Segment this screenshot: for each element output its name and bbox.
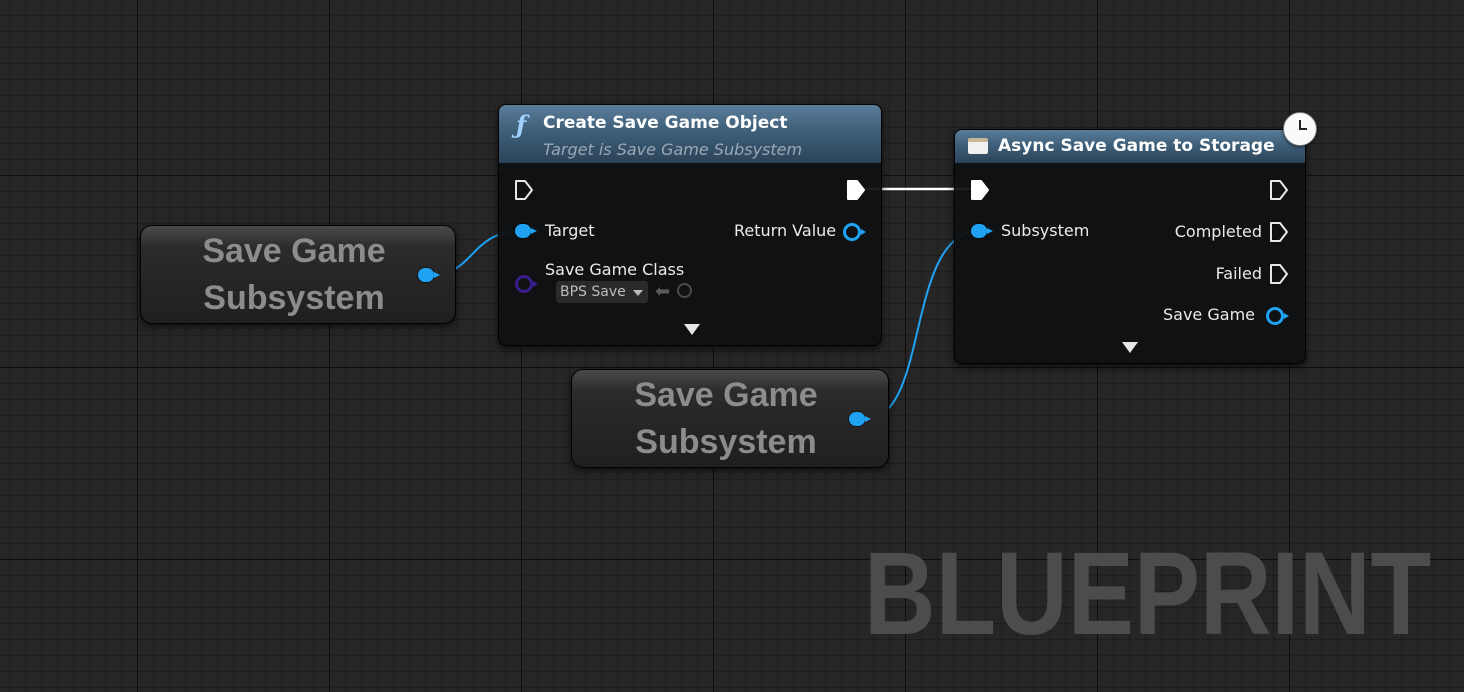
save-game-label: Save Game [1163,305,1255,324]
output-pin[interactable] [418,268,440,282]
node-subtitle: Target is Save Game Subsystem [543,140,803,159]
dropdown-value: BPS Save [560,284,626,300]
node-title: Create Save Game Object [543,113,788,133]
save-game-pin[interactable] [1266,307,1289,325]
node-title: Save Game Subsystem [181,228,407,322]
node-icon [968,138,988,154]
failed-exec-pin[interactable] [1269,263,1289,285]
blueprint-watermark: BLUEPRINT [864,528,1432,660]
exec-out-pin[interactable] [1269,179,1289,201]
chevron-down-icon [632,290,643,296]
return-value-label: Return Value [734,221,837,240]
subsystem-label: Subsystem [1001,221,1090,240]
output-pin[interactable] [849,412,871,426]
node-title-line-2: Subsystem [635,423,817,461]
clock-icon [1283,112,1317,146]
create-save-game-object-node[interactable]: ƒ Create Save Game Object Target is Save… [498,104,882,346]
function-icon: ƒ [516,110,527,139]
target-label: Target [545,221,595,240]
save-game-class-pin[interactable] [515,275,538,293]
completed-exec-pin[interactable] [1269,221,1289,243]
node-header: Async Save Game to Storage [955,130,1305,163]
node-title-line-1: Save Game [634,376,818,414]
save-game-class-label: Save Game Class [545,260,685,279]
use-selected-icon[interactable]: ⬅ [655,281,671,302]
expand-arrow-icon[interactable] [1122,342,1138,353]
exec-in-pin[interactable] [514,179,534,201]
node-title: Async Save Game to Storage [998,136,1275,156]
expand-arrow-icon[interactable] [684,324,700,335]
node-title-line-2: Subsystem [203,279,385,317]
target-pin[interactable] [515,224,537,238]
return-value-pin[interactable] [843,223,866,241]
save-game-class-dropdown[interactable]: BPS Save [556,281,648,303]
save-game-subsystem-node-1[interactable]: Save Game Subsystem [140,225,456,324]
browse-icon[interactable] [677,283,692,298]
exec-in-pin[interactable] [970,179,990,201]
node-title-line-1: Save Game [202,232,386,270]
node-header: ƒ Create Save Game Object Target is Save… [499,105,881,163]
subsystem-pin[interactable] [971,224,993,238]
exec-out-pin[interactable] [846,179,866,201]
save-game-subsystem-node-2[interactable]: Save Game Subsystem [571,369,889,468]
completed-label: Completed [1174,222,1262,241]
async-save-game-node[interactable]: Async Save Game to Storage Subsystem Com… [954,112,1317,364]
failed-label: Failed [1215,264,1262,283]
node-title: Save Game Subsystem [612,372,840,466]
